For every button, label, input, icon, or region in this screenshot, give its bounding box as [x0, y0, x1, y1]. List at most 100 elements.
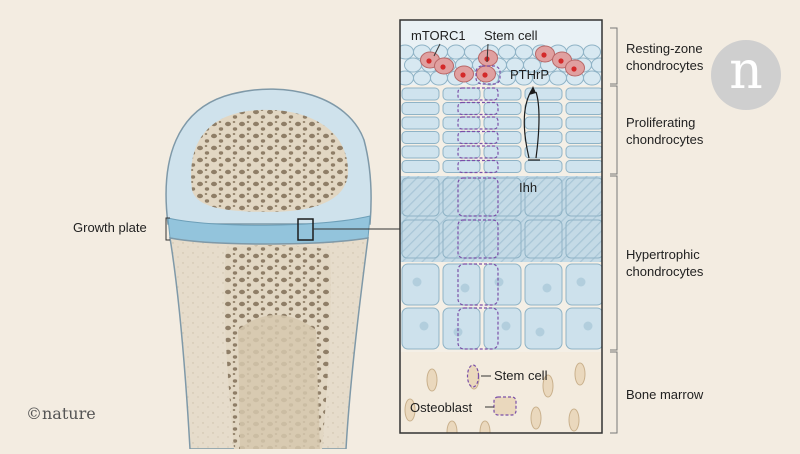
- marrow-cell: [404, 398, 416, 422]
- clonal-column-cell: [457, 130, 499, 145]
- proliferating-chondrocyte: [483, 131, 522, 144]
- cell-nucleus: [412, 277, 422, 287]
- marrow-cell: [426, 368, 438, 392]
- marrow-stem-cell: [466, 364, 480, 388]
- hypertrophic-chondrocyte: [483, 177, 522, 217]
- proliferating-chondrocyte: [442, 102, 481, 115]
- proliferating-chondrocyte: [524, 131, 563, 144]
- marrow-cell: [446, 420, 458, 433]
- clonal-column-cell: [457, 101, 499, 116]
- resting-chondrocyte: [515, 44, 533, 60]
- cell-nucleus: [501, 321, 511, 331]
- hypertrophic-chondrocyte: [565, 219, 602, 259]
- hypertrophic-chondrocyte: [401, 219, 440, 259]
- mtorc1-dot: [541, 52, 547, 58]
- proliferating-chondrocyte: [565, 160, 602, 173]
- clonal-column-cell: [457, 177, 499, 217]
- proliferating-chondrocyte: [401, 131, 440, 144]
- proliferating-chondrocyte: [442, 160, 481, 173]
- osteoblast-cell: [493, 396, 517, 416]
- zone-label-proliferating: Proliferating chondrocytes: [626, 114, 703, 148]
- proliferating-chondrocyte: [483, 102, 522, 115]
- credit-text: ©nature: [26, 404, 96, 423]
- clonal-column-cell: [457, 159, 499, 174]
- zone-label-marrow: Bone marrow: [626, 386, 703, 403]
- zone-label-resting-line1: Resting-zone: [626, 41, 703, 56]
- resting-chondrocyte: [498, 44, 516, 60]
- cell-nucleus: [460, 283, 470, 293]
- growth-plate-label: Growth plate: [73, 220, 147, 235]
- zone-label-proliferating-line1: Proliferating: [626, 115, 696, 130]
- proliferating-chondrocyte: [565, 145, 602, 159]
- marrow-cell: [530, 406, 542, 430]
- proliferating-chondrocyte: [401, 160, 440, 173]
- clonal-column-cell: [457, 263, 499, 306]
- clonal-column-cell: [457, 219, 499, 259]
- marrow-cell: [574, 362, 586, 386]
- zone-label-resting-line2: chondrocytes: [626, 58, 704, 73]
- mtorc1-dot: [460, 72, 466, 78]
- mtorc1-dot: [426, 58, 432, 64]
- zone-brackets: [610, 27, 618, 434]
- osteoblast-label: Osteoblast: [410, 400, 473, 415]
- proliferating-chondrocyte: [565, 116, 602, 130]
- proliferating-chondrocyte: [442, 131, 481, 144]
- stem-cell-top-pointer: [486, 43, 489, 63]
- hypertrophic-chondrocyte: [442, 263, 481, 306]
- nature-logo-icon: n: [711, 40, 781, 110]
- resting-chondrocyte: [447, 44, 465, 60]
- resting-chondrocyte: [583, 44, 601, 60]
- proliferating-chondrocyte: [483, 116, 522, 130]
- cell-nucleus: [419, 321, 429, 331]
- proliferating-chondrocyte: [483, 160, 522, 173]
- cell-nucleus: [453, 327, 463, 337]
- mtorc1-label: mTORC1: [411, 28, 466, 43]
- clonal-column-cell: [457, 145, 499, 159]
- resting-chondrocyte: [583, 70, 601, 86]
- hypertrophic-chondrocyte: [401, 177, 440, 217]
- mtorc1-pointer: [433, 43, 441, 57]
- marrow-cell: [568, 408, 580, 432]
- proliferating-chondrocyte: [442, 145, 481, 159]
- zone-label-hypertrophic: Hypertrophic chondrocytes: [626, 246, 703, 280]
- proliferating-chondrocyte: [442, 87, 481, 101]
- pthrp-ihh-feedback-loop: [523, 86, 540, 161]
- bone-illustration: [165, 88, 400, 450]
- proliferating-chondrocyte: [524, 102, 563, 115]
- proliferating-chondrocyte: [483, 87, 522, 101]
- zone-label-proliferating-line2: chondrocytes: [626, 132, 704, 147]
- marrow-cell: [479, 420, 491, 433]
- mtorc1-dot: [440, 64, 446, 70]
- hypertrophic-chondrocyte: [565, 177, 602, 217]
- proliferating-chondrocyte: [524, 145, 563, 159]
- ihh-label: Ihh: [519, 180, 538, 195]
- detail-panel-frame: [399, 19, 603, 434]
- pthrp-label: PTHrP: [510, 67, 549, 82]
- proliferating-chondrocyte: [401, 116, 440, 130]
- mtorc1-dot: [571, 66, 577, 72]
- clonal-column-cell: [457, 87, 499, 101]
- mtorc1-dot: [558, 58, 564, 64]
- proliferating-chondrocyte: [401, 145, 440, 159]
- cell-nucleus: [494, 277, 504, 287]
- hypertrophic-chondrocyte: [524, 219, 563, 259]
- cell-nucleus: [535, 327, 545, 337]
- zone-label-marrow-line1: Bone marrow: [626, 387, 704, 402]
- resting-chondrocyte: [591, 57, 602, 73]
- proliferating-chondrocyte: [565, 102, 602, 115]
- resting-chondrocyte: [400, 70, 414, 86]
- hypertrophic-chondrocyte: [524, 263, 563, 306]
- resting-chondrocyte: [400, 44, 414, 60]
- resting-chondrocyte: [413, 70, 431, 86]
- epiphysis-spongy-bone: [191, 109, 349, 212]
- hypertrophic-chondrocyte: [565, 307, 602, 350]
- proliferating-chondrocyte: [565, 131, 602, 144]
- cell-nucleus: [542, 283, 552, 293]
- stem-cell-dashed-outline: [475, 65, 501, 85]
- proliferating-chondrocyte: [565, 87, 602, 101]
- growth-plate-detail-panel: [400, 20, 602, 433]
- zone-label-hypertrophic-line2: chondrocytes: [626, 264, 704, 279]
- proliferating-chondrocyte: [483, 145, 522, 159]
- hypertrophic-chondrocyte: [442, 307, 481, 350]
